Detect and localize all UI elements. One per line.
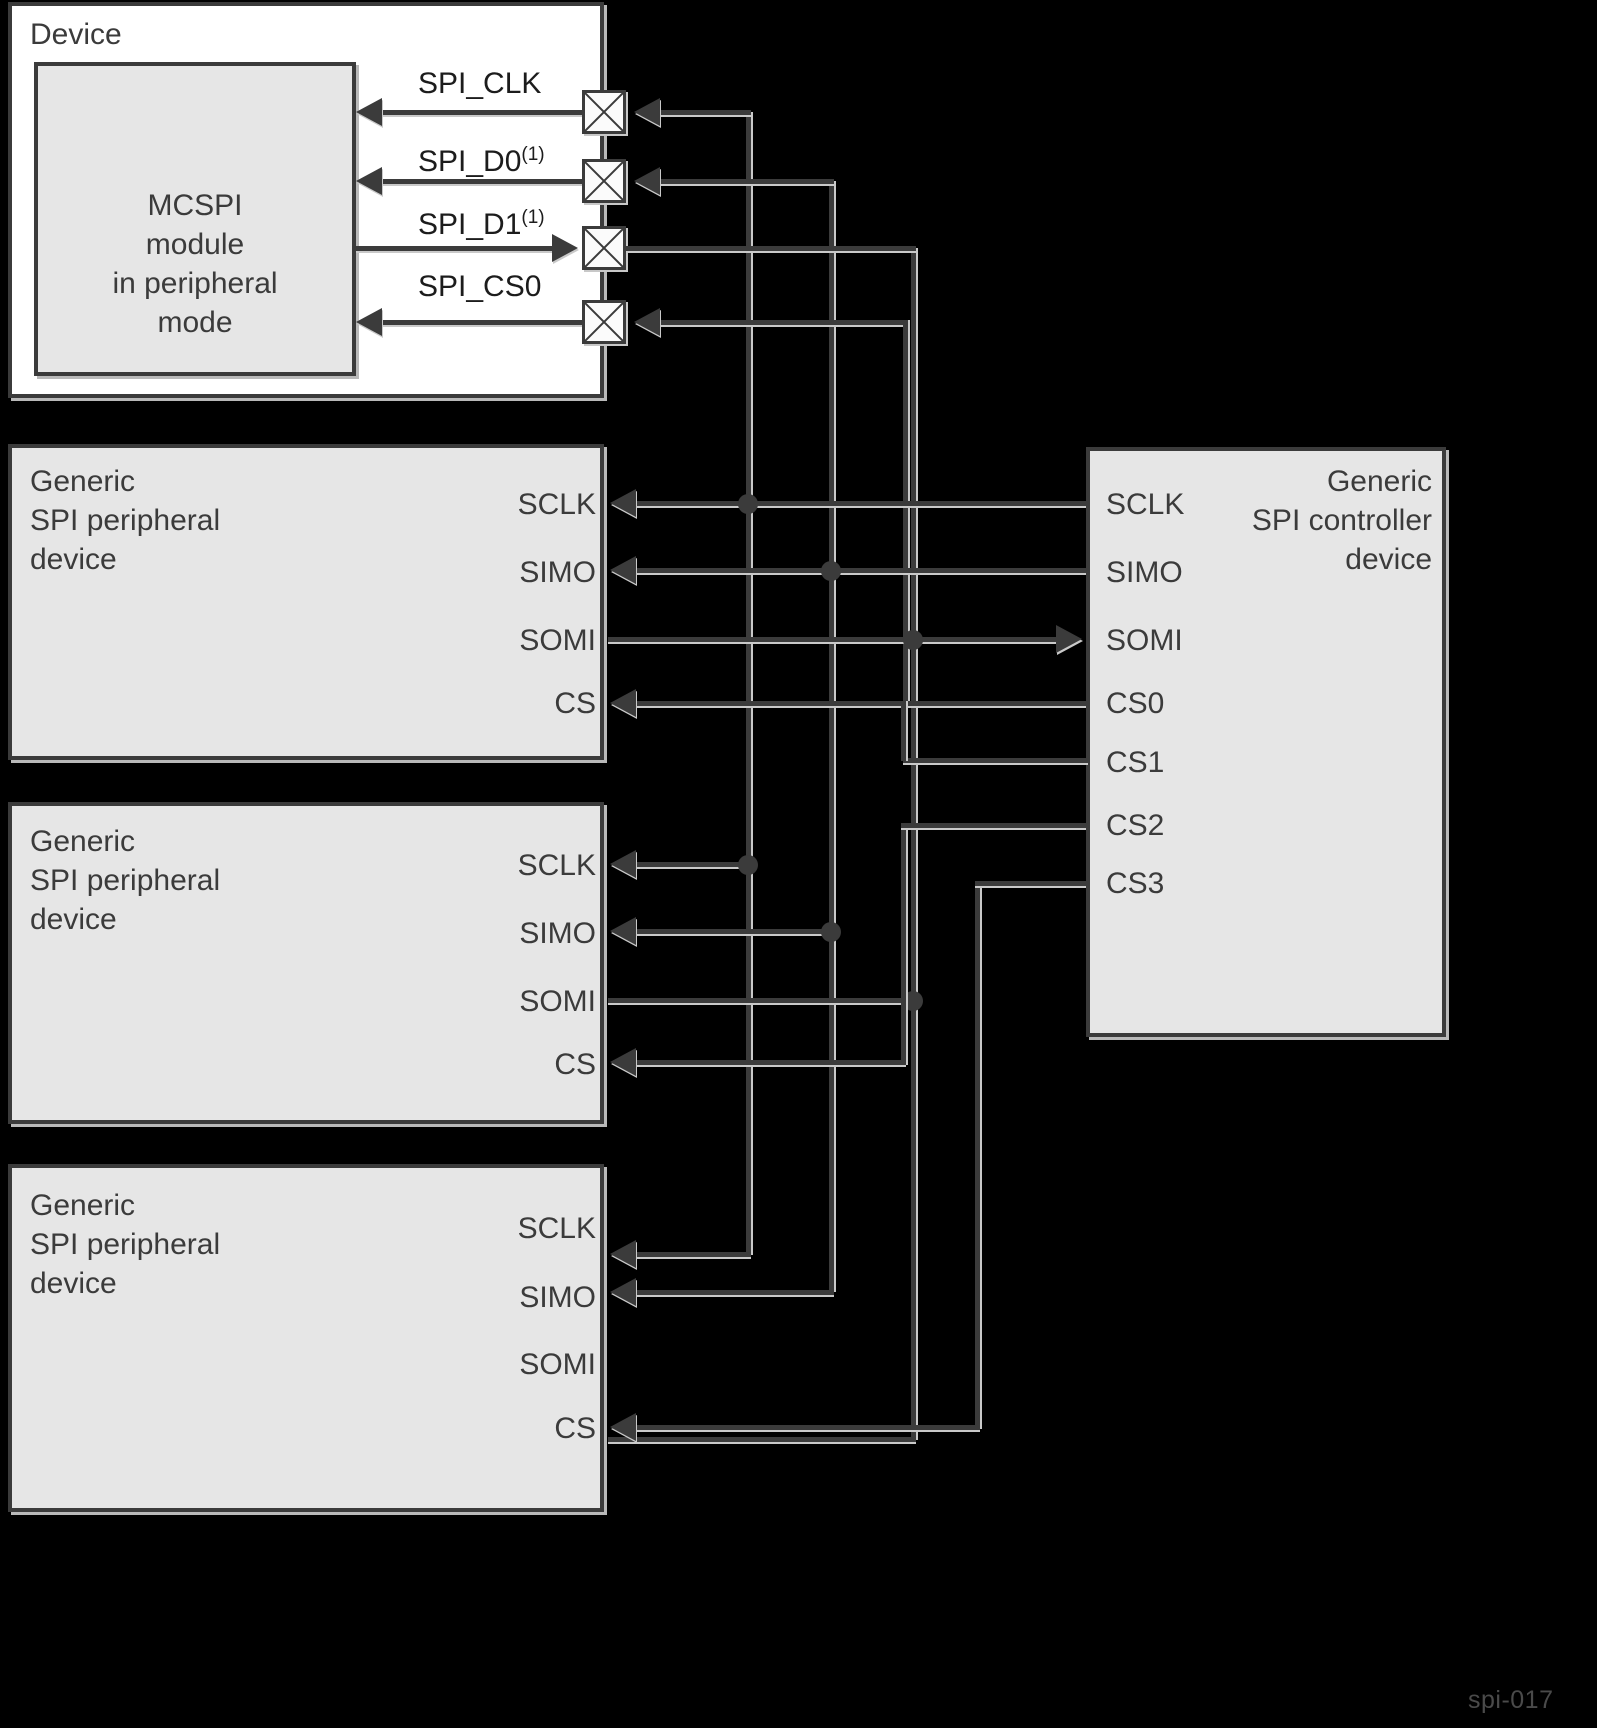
controller-pin-sclk: SCLK: [1106, 488, 1185, 521]
peripheral-device-1-title: Generic SPI peripheral device: [30, 465, 221, 576]
mcspi-module-label: MCSPI module in peripheral mode: [112, 189, 278, 339]
controller-pin-somi: SOMI: [1106, 624, 1183, 657]
arrowhead-pad-d0: [634, 167, 660, 195]
wire-p1-somi: [608, 637, 1060, 642]
wire-p3-simo: [636, 1290, 834, 1295]
pad-spi-d0: [582, 159, 626, 203]
junction-p2-sclk: [738, 855, 758, 875]
signal-name-spi-d0: SPI_D0: [418, 145, 522, 178]
signal-label-spi-clk: SPI_CLK: [418, 69, 541, 99]
signal-label-spi-d1: SPI_D1(1): [418, 203, 545, 240]
mcspi-module-box: [34, 62, 356, 376]
arrowhead-p3-simo: [610, 1278, 636, 1306]
junction-p2-simo: [821, 922, 841, 942]
peripheral-device-2-box: [8, 802, 604, 1124]
wire-cs3-branch-horizontal: [975, 881, 1088, 886]
peripheral-1-pin-cs: CS: [554, 687, 596, 720]
peripheral-1-pin-somi: SOMI: [519, 624, 596, 657]
controller-pin-cs0: CS0: [1106, 687, 1165, 720]
controller-pin-simo: SIMO: [1106, 556, 1183, 589]
signal-note-spi-d0: (1): [521, 144, 545, 165]
peripheral-device-2-title: Generic SPI peripheral device: [30, 825, 221, 936]
arrowhead-p2-simo: [610, 917, 636, 945]
wire-spi-d1-internal: [356, 246, 556, 251]
figure-watermark: spi-017: [1468, 1686, 1554, 1714]
wire-pad-cs0-to-bus: [660, 320, 909, 325]
wire-cs0-branch-vertical: [903, 320, 908, 705]
wire-pad-clk-to-bus: [660, 110, 751, 115]
arrowhead-pad-cs0: [634, 308, 660, 336]
peripheral-2-pin-sclk: SCLK: [517, 849, 596, 882]
device-box-title: Device: [30, 18, 122, 51]
controller-device-title: Generic SPI controller device: [1251, 465, 1432, 576]
arrowhead-spi-clk-module: [356, 98, 382, 126]
peripheral-2-pin-cs: CS: [554, 1048, 596, 1081]
signal-name-spi-d1: SPI_D1: [418, 208, 522, 241]
signal-note-spi-d1: (1): [521, 207, 545, 228]
controller-pin-cs1: CS1: [1106, 746, 1165, 779]
bus-sclk-vertical: [746, 112, 751, 1255]
arrowhead-p1-simo: [610, 556, 636, 584]
pad-spi-d1: [582, 226, 626, 270]
wire-p1-cs: [636, 701, 1086, 706]
peripheral-3-pin-simo: SIMO: [519, 1281, 596, 1314]
bus-somi-vertical: [911, 248, 916, 1440]
pad-spi-cs0: [582, 300, 626, 344]
wire-cs2-branch-horizontal: [901, 823, 1088, 828]
wire-pad-d1-to-bus: [626, 246, 916, 251]
junction-p1-simo: [821, 561, 841, 581]
peripheral-2-pin-somi: SOMI: [519, 985, 596, 1018]
arrowhead-p1-sclk: [610, 489, 636, 517]
peripheral-3-pin-sclk: SCLK: [517, 1212, 596, 1245]
wire-pad-d0-to-bus: [660, 179, 834, 184]
signal-label-spi-cs0: SPI_CS0: [418, 272, 541, 302]
peripheral-device-3-box: [8, 1164, 604, 1512]
wire-spi-d0-internal: [382, 179, 582, 184]
controller-pin-cs2: CS2: [1106, 809, 1165, 842]
wire-p1-simo: [636, 568, 1086, 573]
peripheral-2-pin-simo: SIMO: [519, 917, 596, 950]
wire-p2-somi: [608, 998, 916, 1003]
arrowhead-p3-sclk: [610, 1240, 636, 1268]
signal-label-spi-d0: SPI_D0(1): [418, 140, 545, 177]
wire-spi-cs0-internal: [382, 320, 582, 325]
wire-p2-simo: [636, 929, 834, 934]
peripheral-3-pin-cs: CS: [554, 1412, 596, 1445]
arrowhead-p1-somi: [1056, 625, 1082, 653]
arrowhead-pad-clk: [634, 98, 660, 126]
wire-p1-sclk: [636, 501, 1086, 506]
arrowhead-p3-cs: [610, 1413, 636, 1441]
wire-p3-sclk: [636, 1252, 751, 1257]
arrowhead-p2-cs: [610, 1048, 636, 1076]
wire-p3-somi: [608, 1437, 916, 1442]
signal-name-spi-clk: SPI_CLK: [418, 67, 542, 100]
peripheral-device-3-title: Generic SPI peripheral device: [30, 1189, 221, 1300]
arrowhead-spi-d0-module: [356, 167, 382, 195]
peripheral-3-pin-somi: SOMI: [519, 1348, 596, 1381]
junction-p1-sclk: [738, 494, 758, 514]
arrowhead-spi-d1-pad: [552, 234, 578, 262]
wire-p2-sclk: [636, 862, 751, 867]
junction-p1-somi: [903, 630, 923, 650]
pad-spi-clk: [582, 90, 626, 134]
wire-spi-clk-internal: [382, 110, 582, 115]
signal-name-spi-cs0: SPI_CS0: [418, 270, 542, 303]
wire-p3-cs: [636, 1425, 980, 1430]
peripheral-1-pin-simo: SIMO: [519, 556, 596, 589]
controller-device-box: [1086, 447, 1446, 1037]
junction-p2-somi: [903, 991, 923, 1011]
arrowhead-p2-sclk: [610, 850, 636, 878]
wire-p2-cs: [636, 1060, 906, 1065]
bus-simo-vertical: [829, 181, 834, 1292]
wire-cs1-stub-vertical: [901, 701, 906, 761]
wire-cs1-stub: [903, 758, 1088, 763]
peripheral-1-pin-sclk: SCLK: [517, 488, 596, 521]
wire-cs3-branch-vertical: [975, 881, 980, 1429]
controller-pin-cs3: CS3: [1106, 867, 1165, 900]
arrowhead-spi-cs0-module: [356, 308, 382, 336]
arrowhead-p1-cs: [610, 689, 636, 717]
wire-cs2-branch-vertical: [901, 823, 906, 1065]
peripheral-device-1-box: [8, 444, 604, 760]
